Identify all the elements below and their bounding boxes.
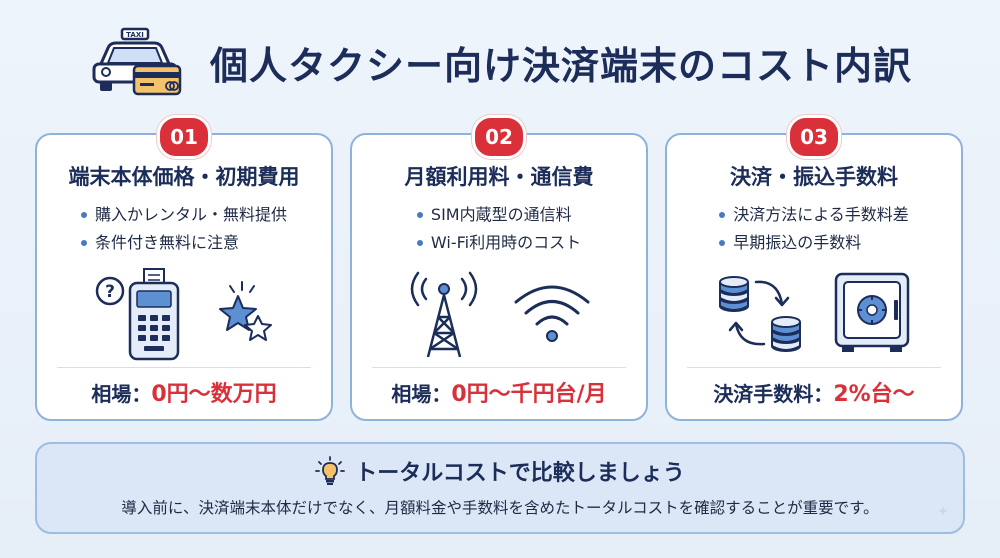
summary-heading: トータルコストで比較しましょう <box>37 454 963 488</box>
price-label: 相場： <box>391 382 452 406</box>
price-value: 0円〜千円台/月 <box>451 382 607 407</box>
card-illustration: ? <box>37 261 331 365</box>
divider <box>687 367 941 368</box>
cost-card-monthly: 02 月額利用料・通信費 SIM内蔵型の通信料 Wi-Fi利用時のコスト <box>350 115 648 421</box>
header: TAXI 個人タクシー向け決済端末のコスト内訳 <box>0 22 1000 102</box>
divider <box>372 367 626 368</box>
summary-title: トータルコストで比較しましょう <box>355 461 685 486</box>
lightbulb-icon <box>315 456 346 485</box>
card-illustration <box>352 261 646 365</box>
card-illustration <box>667 261 961 365</box>
card-number-badge: 02 <box>472 115 526 159</box>
question-icon: ? <box>95 276 125 306</box>
coins-transfer-icon <box>719 276 801 352</box>
card-terminal-icon: ? <box>95 268 180 361</box>
price-label: 決済手数料： <box>713 382 834 406</box>
taxi-with-card-icon: TAXI <box>92 27 182 96</box>
svg-text:?: ? <box>105 282 115 302</box>
bullet-item: SIM内蔵型の通信料 <box>416 201 572 229</box>
summary-banner: トータルコストで比較しましょう 導入前に、決済端末本体だけでなく、月額料金や手数… <box>35 442 965 534</box>
card-title: 端末本体価格・初期費用 <box>68 165 300 189</box>
price-label: 相場： <box>91 382 152 406</box>
card-title: 決済・振込手数料 <box>730 165 898 189</box>
page-title: 個人タクシー向け決済端末のコスト内訳 <box>209 43 912 88</box>
antenna-tower-icon <box>410 271 478 358</box>
safe-icon <box>834 272 910 352</box>
sparkle-icon: ✦ <box>937 504 949 520</box>
bullet-list: 決済方法による手数料差 早期振込の手数料 <box>667 201 961 257</box>
card-number-badge: 03 <box>787 115 841 159</box>
cost-card-device: 01 端末本体価格・初期費用 購入かレンタル・無料提供 条件付き無料に注意 ? <box>35 115 333 421</box>
price-line: 決済手数料：2%台〜 <box>667 376 961 408</box>
stars-icon <box>219 281 272 341</box>
price-value: 2%台〜 <box>833 382 915 407</box>
cost-card-fees: 03 決済・振込手数料 決済方法による手数料差 早期振込の手数料 <box>665 115 963 421</box>
bullet-item: 早期振込の手数料 <box>719 229 861 257</box>
card-number-badge: 01 <box>157 115 211 159</box>
summary-text: 導入前に、決済端末本体だけでなく、月額料金や手数料を含めたトータルコストを確認す… <box>121 499 879 517</box>
price-line: 相場：0円〜千円台/月 <box>352 376 646 408</box>
divider <box>57 367 311 368</box>
bullet-list: 購入かレンタル・無料提供 条件付き無料に注意 <box>37 201 331 257</box>
price-line: 相場：0円〜数万円 <box>37 376 331 408</box>
taxi-sign-text: TAXI <box>126 31 144 39</box>
wifi-icon <box>514 285 590 342</box>
bullet-item: 決済方法による手数料差 <box>719 201 909 229</box>
bullet-item: 条件付き無料に注意 <box>80 229 239 257</box>
price-value: 0円〜数万円 <box>151 382 277 407</box>
bullet-item: Wi-Fi利用時のコスト <box>416 229 581 257</box>
bullet-item: 購入かレンタル・無料提供 <box>80 201 287 229</box>
bullet-list: SIM内蔵型の通信料 Wi-Fi利用時のコスト <box>352 201 646 257</box>
card-title: 月額利用料・通信費 <box>404 165 594 189</box>
